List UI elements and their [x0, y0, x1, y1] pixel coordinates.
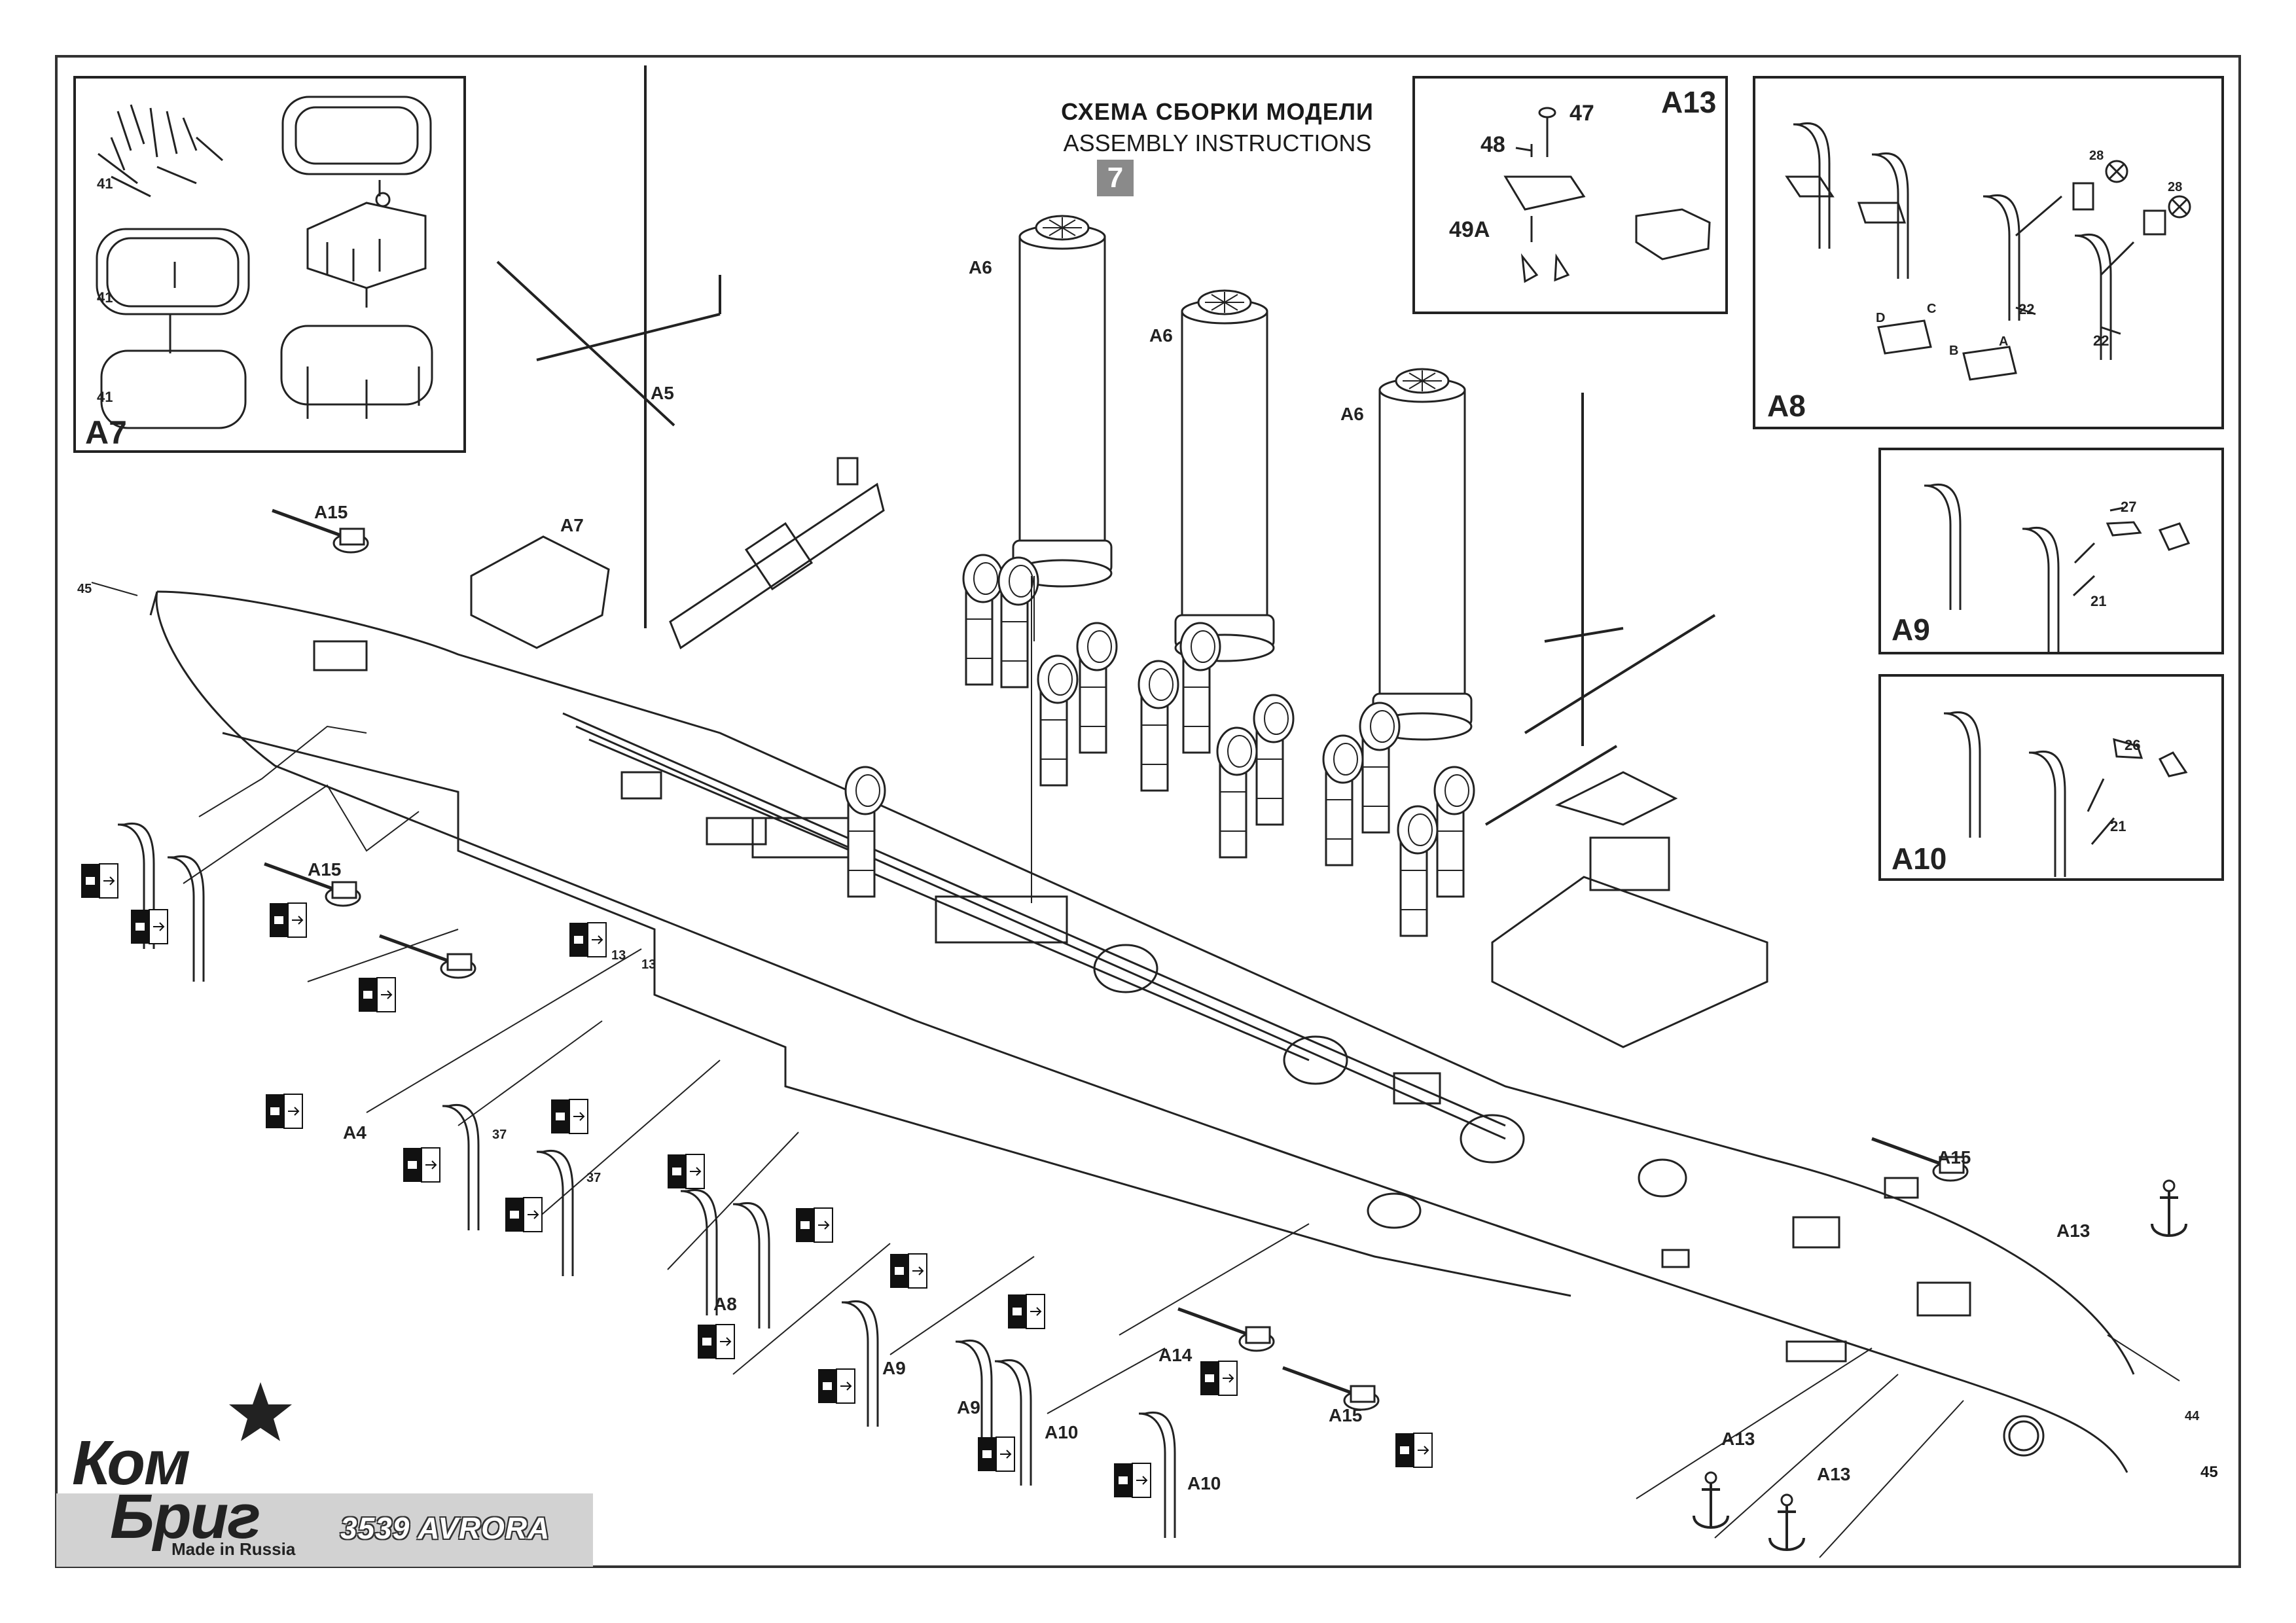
inset-a9	[1878, 448, 2224, 654]
a9-part-27: 27	[2121, 499, 2136, 515]
a10-part-21: 21	[2110, 818, 2126, 834]
paint-symbol-icon	[977, 1436, 1015, 1472]
anchor-icon	[1693, 1471, 1729, 1530]
step-number-badge: 7	[1097, 160, 1134, 196]
a8-label: A8	[1767, 389, 1806, 423]
made-in-label: Made in Russia	[171, 1539, 296, 1559]
paint-symbol-icon	[265, 1094, 303, 1129]
callout-a6-1: A6	[969, 257, 992, 277]
a13-part-47: 47	[1570, 101, 1594, 126]
part-13-a: 13	[611, 948, 626, 963]
paint-symbol-icon	[130, 909, 168, 944]
callout-a10-1: A10	[1045, 1422, 1078, 1442]
callout-a4: A4	[343, 1122, 367, 1143]
a13-label: A13	[1661, 85, 1716, 119]
callout-a15-3: A15	[1937, 1147, 1971, 1168]
callout-a9-2: A9	[957, 1397, 980, 1418]
a7-part-41-a: 41	[97, 175, 113, 192]
paint-symbol-icon	[550, 1099, 588, 1134]
part-45-left: 45	[77, 582, 92, 596]
paint-symbol-icon	[569, 922, 607, 957]
part-37-b: 37	[586, 1171, 601, 1185]
inset-a7	[73, 76, 466, 453]
paint-symbol-icon	[889, 1253, 927, 1289]
paint-symbol-icon	[667, 1154, 705, 1189]
a10-label: A10	[1892, 842, 1946, 876]
paint-symbol-icon	[697, 1324, 735, 1359]
part-37-a: 37	[492, 1128, 507, 1142]
anchor-icon	[2151, 1179, 2187, 1238]
a8-part-22-b: 22	[2093, 332, 2109, 349]
a8-part-22-a: 22	[2018, 301, 2034, 317]
a13-part-48: 48	[1480, 132, 1505, 157]
callout-a15-4: A15	[1329, 1405, 1362, 1425]
anchor-icon	[1768, 1493, 1805, 1552]
paint-symbol-icon	[358, 977, 396, 1012]
paint-symbol-icon	[505, 1197, 543, 1232]
a9-part-21: 21	[2090, 593, 2106, 609]
a8-parts	[1785, 122, 2191, 381]
bridges	[470, 457, 1768, 1048]
logo-text-line2: Бриг	[110, 1482, 260, 1552]
paint-symbols	[81, 863, 1433, 1498]
paint-symbol-icon	[1200, 1361, 1238, 1396]
paint-symbol-icon	[403, 1147, 440, 1183]
part-45-right: 45	[2200, 1463, 2218, 1481]
funnel-3-icon	[1372, 368, 1473, 741]
part-44: 44	[2185, 1409, 2200, 1423]
callout-a13-1: A13	[2056, 1221, 2090, 1241]
part-13-b: 13	[641, 957, 656, 972]
outer-frame	[55, 55, 2241, 1568]
a8-letter-b: B	[1949, 344, 1958, 358]
callout-a7-main: A7	[560, 515, 584, 535]
a8-letter-d: D	[1876, 311, 1885, 325]
a8-part-28-b: 28	[2168, 180, 2182, 194]
paint-symbol-icon	[817, 1368, 855, 1404]
inset-a10	[1878, 674, 2224, 881]
inset-a8	[1753, 76, 2224, 429]
a7-part-41-b: 41	[97, 289, 113, 306]
paint-symbol-icon	[81, 863, 118, 899]
a9-parts	[1923, 483, 2191, 654]
callout-a15-1: A15	[314, 502, 348, 522]
a7-parts	[96, 96, 433, 429]
title-russian: СХЕМА СБОРКИ МОДЕЛИ	[1061, 98, 1374, 125]
callout-a6-3: A6	[1340, 404, 1364, 424]
a13-parts	[1503, 107, 1711, 283]
a10-parts	[1943, 711, 2188, 878]
paint-symbol-icon	[795, 1207, 833, 1243]
callout-a5: A5	[651, 383, 674, 403]
a8-letter-a: A	[1999, 334, 2008, 349]
paint-symbol-icon	[1113, 1463, 1151, 1498]
brand-band	[56, 1493, 593, 1567]
funnel-1-icon	[1012, 215, 1113, 588]
kit-code: 3539 AVRORA	[340, 1511, 550, 1545]
callout-a14: A14	[1158, 1345, 1193, 1365]
title-english: ASSEMBLY INSTRUCTIONS	[1063, 130, 1372, 156]
callout-a9-1: A9	[882, 1358, 906, 1378]
paint-symbol-icon	[269, 902, 307, 938]
a7-label: A7	[85, 414, 127, 451]
a8-part-28-a: 28	[2089, 149, 2104, 163]
callout-a6-2: A6	[1149, 325, 1173, 346]
a7-part-41-c: 41	[97, 389, 113, 405]
callout-a13-3: A13	[1817, 1464, 1850, 1484]
a9-label: A9	[1892, 613, 1930, 647]
funnel-2-icon	[1174, 289, 1275, 662]
leader-lines	[91, 576, 2180, 1558]
a10-part-26: 26	[2125, 737, 2140, 753]
callout-a13-2: A13	[1721, 1429, 1755, 1449]
inset-a13	[1412, 76, 1728, 314]
masts	[496, 65, 1716, 826]
callout-a8-main: A8	[713, 1294, 737, 1314]
paint-symbol-icon	[1007, 1294, 1045, 1329]
callout-a15-2: A15	[308, 859, 341, 880]
a13-part-49a: 49A	[1449, 217, 1490, 242]
callout-a10-2: A10	[1187, 1473, 1221, 1493]
paint-symbol-icon	[1395, 1433, 1433, 1468]
a8-letter-c: C	[1927, 302, 1936, 316]
logo-text-line1: Ком	[72, 1428, 190, 1498]
